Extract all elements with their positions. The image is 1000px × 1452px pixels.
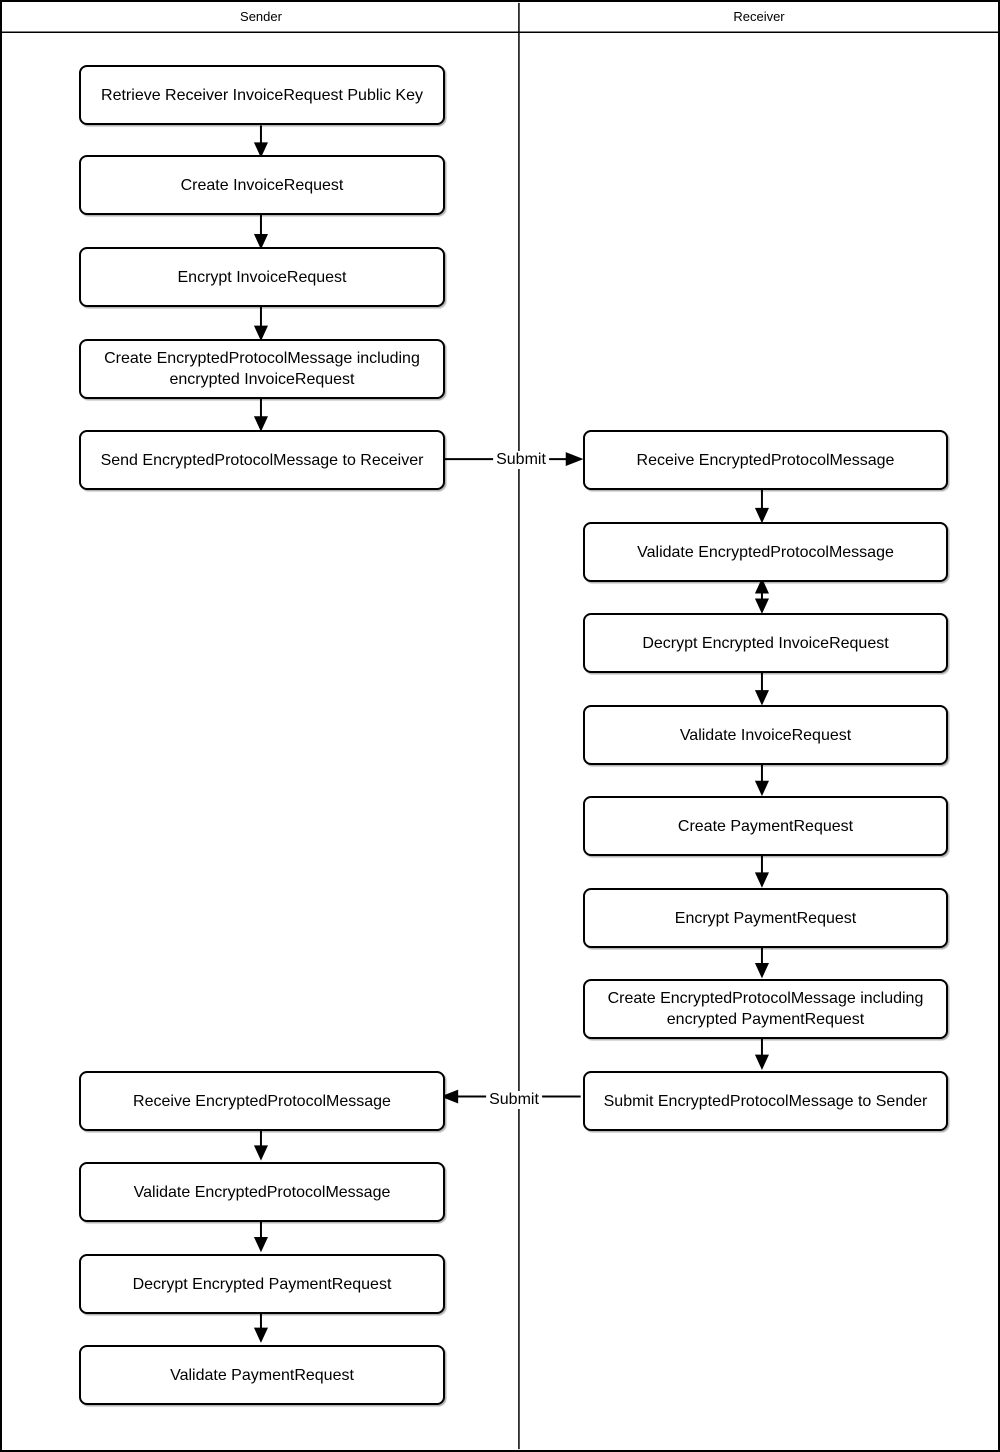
node-validate-epm-receiver: Validate EncryptedProtocolMessage [583,522,948,582]
node-create-epm-invoicerequest: Create EncryptedProtocolMessage includin… [79,339,445,399]
lane-title: Sender [240,9,282,24]
edge-arrow-down [253,1309,268,1343]
node-create-epm-paymentrequest: Create EncryptedProtocolMessage includin… [583,979,948,1039]
edge-arrow-down [253,1127,268,1161]
edge-arrow-down [754,853,769,888]
node-retrieve-public-key: Retrieve Receiver InvoiceRequest Public … [79,65,445,125]
lane-header-sender: Sender [2,2,520,31]
node-validate-epm-sender: Validate EncryptedProtocolMessage [79,1162,445,1222]
node-send-epm-to-receiver: Send EncryptedProtocolMessage to Receive… [79,430,445,490]
node-validate-paymentrequest: Validate PaymentRequest [79,1345,445,1405]
edge-arrow-down [253,306,268,341]
edge-arrow-down [253,125,268,158]
lane-header-receiver: Receiver [520,2,998,31]
edge-label-submit-2: Submit [486,1091,542,1109]
node-decrypt-paymentrequest: Decrypt Encrypted PaymentRequest [79,1254,445,1314]
edge-arrow-down [754,762,769,797]
node-create-invoicerequest: Create InvoiceRequest [79,155,445,215]
edge-arrow-down [253,1218,268,1253]
node-encrypt-invoicerequest: Encrypt InvoiceRequest [79,247,445,307]
node-encrypt-paymentrequest: Encrypt PaymentRequest [583,888,948,948]
edge-arrow-down [754,1035,769,1071]
node-create-paymentrequest: Create PaymentRequest [583,796,948,856]
node-decrypt-invoicerequest: Decrypt Encrypted InvoiceRequest [583,613,948,673]
lane-title: Receiver [733,9,785,24]
node-submit-epm-to-sender: Submit EncryptedProtocolMessage to Sende… [583,1071,948,1131]
edge-arrow-down [754,488,769,524]
node-receive-epm-sender: Receive EncryptedProtocolMessage [79,1071,445,1131]
node-receive-epm-receiver: Receive EncryptedProtocolMessage [583,430,948,490]
edge-arrow-down [253,215,268,250]
edge-arrow-down [754,671,769,706]
edge-arrow-down [253,398,268,432]
node-validate-invoicerequest: Validate InvoiceRequest [583,705,948,765]
edge-arrow-down [754,945,769,979]
edge-label-submit-1: Submit [493,451,549,469]
edge-arrow-double [754,578,769,614]
